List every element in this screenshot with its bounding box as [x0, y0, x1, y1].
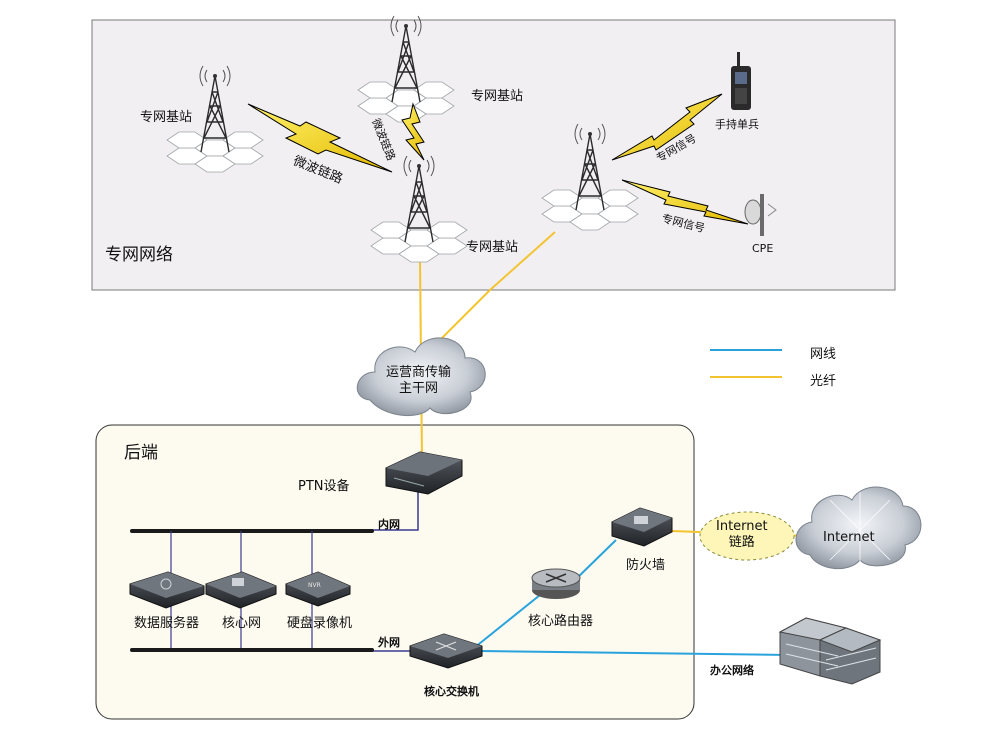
firewall-label: 防火墙 — [626, 558, 666, 573]
core-router-icon — [531, 568, 581, 599]
outer-net-label: 外网 — [378, 636, 400, 649]
legend-cable-label: 网线 — [810, 347, 837, 362]
ptn-device-icon — [385, 451, 463, 495]
base-station-tl-label: 专网基站 — [140, 110, 193, 125]
legend-fiber-label: 光纤 — [810, 374, 837, 389]
core-net-label: 核心网 — [222, 616, 262, 631]
core-net-icon — [205, 571, 277, 609]
inner-net-label: 内网 — [378, 518, 400, 531]
handset-label: 手持单兵 — [715, 118, 759, 131]
private-signal-bolt-2 — [621, 179, 749, 225]
internet-link-ellipse — [699, 511, 795, 561]
nvr-icon: NVR — [285, 571, 351, 607]
data-server-icon — [129, 571, 205, 609]
backend-panel — [95, 424, 695, 720]
office-building-icon — [778, 617, 882, 685]
data-server-label: 数据服务器 — [134, 616, 200, 631]
office-network-label: 办公网络 — [710, 664, 754, 677]
nvr-badge-text: NVR — [308, 582, 321, 589]
handset-icon — [731, 52, 751, 110]
private-network-label: 专网网络 — [105, 245, 173, 265]
cable-links — [372, 488, 791, 656]
firewall-icon — [611, 507, 673, 547]
base-station-mid-label: 专网基站 — [466, 240, 519, 255]
microwave-link-bolt-2 — [401, 102, 425, 161]
base-station-top-label: 专网基站 — [471, 89, 524, 104]
internet-link-label: Internet 链路 — [716, 519, 768, 550]
carrier-cloud-icon — [356, 337, 486, 417]
ptn-device-label: PTN设备 — [298, 479, 350, 494]
backend-label: 后端 — [124, 443, 158, 463]
carrier-network-label: 运营商传输 主干网 — [386, 365, 452, 396]
internet-cloud-icon — [795, 486, 922, 570]
cpe-icon — [744, 194, 777, 236]
legend — [710, 349, 782, 378]
microwave-link-bolt-1 — [247, 103, 393, 173]
core-switch-icon — [409, 633, 483, 669]
private-signal-bolt-1 — [611, 93, 723, 161]
cpe-label: CPE — [752, 242, 774, 255]
core-router-label: 核心路由器 — [528, 614, 594, 629]
nvr-label: 硬盘录像机 — [287, 616, 353, 631]
core-switch-label: 核心交换机 — [424, 685, 479, 698]
internet-label: Internet — [823, 530, 875, 545]
